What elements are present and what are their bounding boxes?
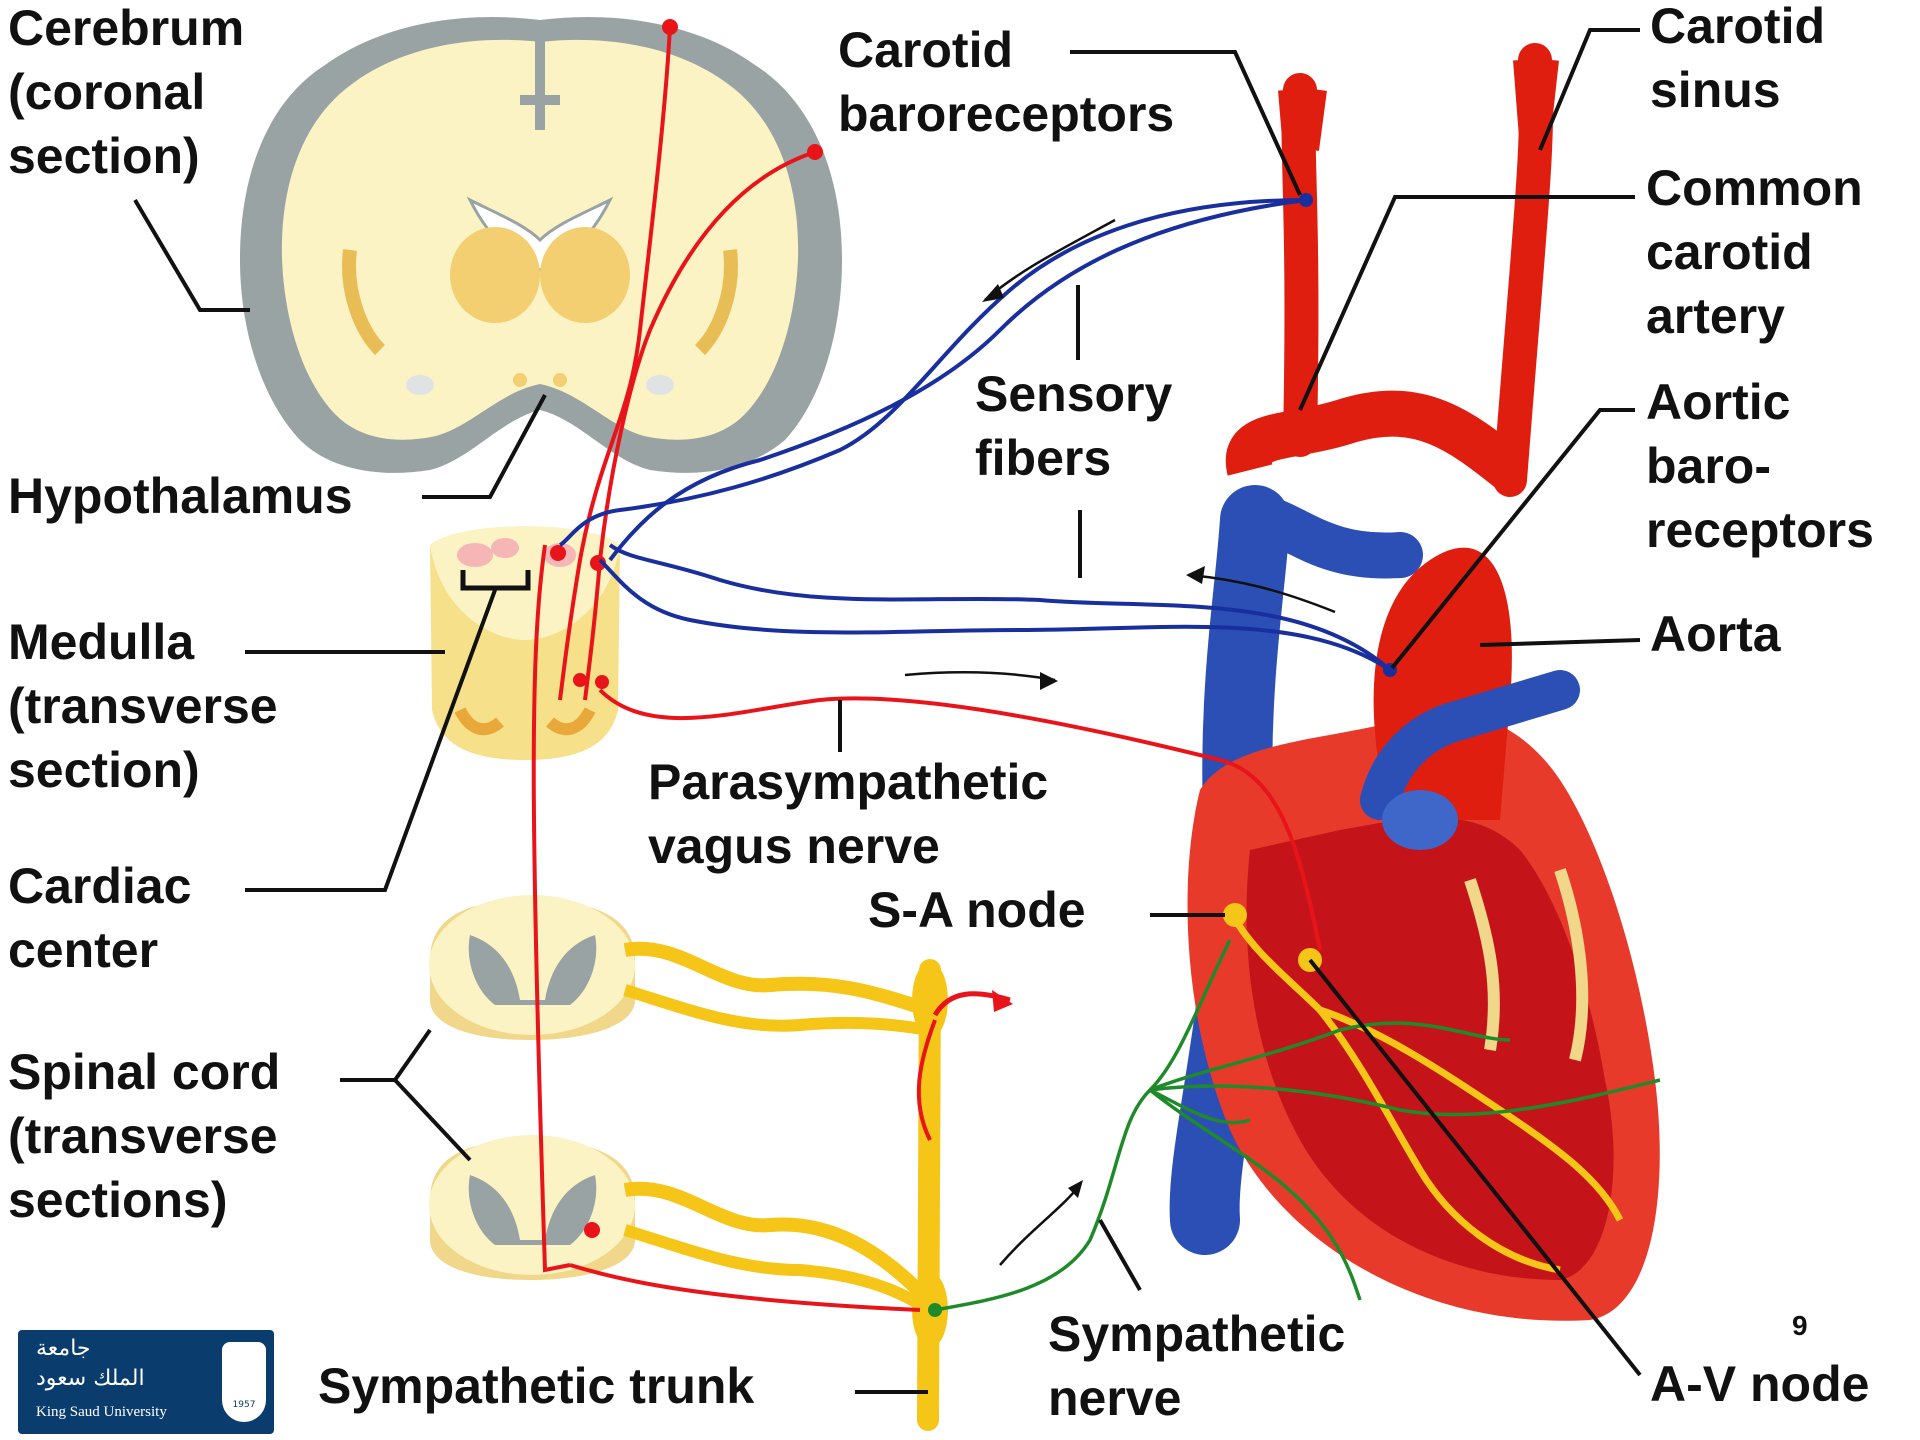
spinal-cord-section-upper [429, 895, 635, 1040]
label-sa-node: S-A node [868, 878, 1086, 942]
label-common-carotid-artery: Common carotid artery [1646, 156, 1863, 348]
label-av-node: A-V node [1650, 1352, 1869, 1416]
sympathetic-ganglion-dot [928, 1303, 942, 1317]
label-sensory-fibers: Sensory fibers [975, 362, 1172, 490]
label-aorta: Aorta [1650, 602, 1781, 666]
label-medulla: Medulla (transverse section) [8, 610, 278, 802]
heart [1188, 60, 1660, 1321]
label-carotid-sinus: Carotid sinus [1650, 0, 1825, 122]
sympathetic-trunk-nerves [625, 949, 948, 1420]
university-logo: جامعة الملك سعود King Saud University 19… [18, 1330, 274, 1434]
logo-year: 1957 [229, 1400, 259, 1414]
label-spinal-cord: Spinal cord (transverse sections) [8, 1040, 280, 1232]
logo-arabic-line2: الملك سعود [36, 1366, 145, 1391]
label-cardiac-center: Cardiac center [8, 854, 191, 982]
carotid-baroreceptor-dot [1299, 193, 1313, 207]
label-hypothalamus: Hypothalamus [8, 464, 353, 528]
label-parasympathetic-vagus-nerve: Parasympathetic vagus nerve [648, 750, 1048, 878]
red-arrowhead [992, 990, 1013, 1012]
logo-arabic-line1: جامعة [36, 1336, 91, 1361]
logo-english-name: King Saud University [36, 1404, 167, 1421]
page-number: 9 [1792, 1310, 1808, 1342]
label-sympathetic-trunk: Sympathetic trunk [318, 1354, 754, 1418]
label-aortic-baroreceptors: Aortic baro- receptors [1646, 370, 1874, 562]
label-sympathetic-nerve: Sympathetic nerve [1048, 1302, 1345, 1430]
spinal-cord-section-lower [429, 1135, 635, 1280]
label-carotid-baroreceptors: Carotid baroreceptors [838, 18, 1174, 146]
label-cerebrum: Cerebrum (coronal section) [8, 0, 244, 188]
